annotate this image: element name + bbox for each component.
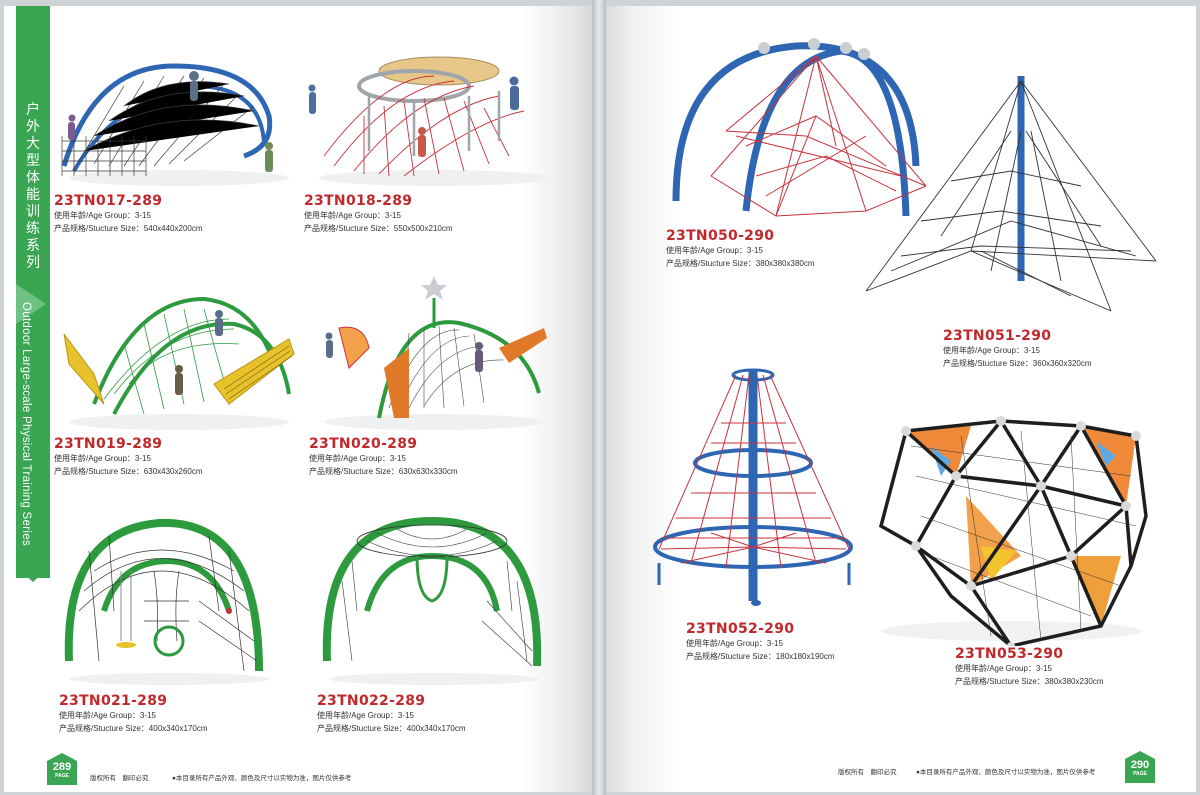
footer-copyright-right: 版权所有 翻印必究 [838, 769, 897, 776]
product-structure-size: 产品规格/Stucture Size：380x380x380cm [666, 259, 815, 268]
page-number-right: 290 PAGE [1130, 759, 1150, 777]
page-number-left: 289 PAGE [52, 761, 72, 779]
product-age-group: 使用年龄/Age Group：3-15 [309, 454, 406, 463]
product-age-group: 使用年龄/Age Group：3-15 [317, 711, 414, 720]
product-23tn020[interactable]: 23TN020-289 使用年龄/Age Group：3-15 产品规格/Stu… [309, 268, 559, 478]
catalog-page-right: 23TN050-290 使用年龄/Age Group：3-15 产品规格/Stu… [606, 6, 1196, 792]
product-age-group: 使用年龄/Age Group：3-15 [54, 211, 151, 220]
product-23tn053[interactable]: 23TN053-290 使用年龄/Age Group：3-15 产品规格/Stu… [871, 416, 1151, 688]
side-band-tip [16, 566, 50, 582]
product-image-23tn053 [878, 416, 1148, 646]
page-number-badge-left [47, 753, 77, 785]
product-23tn019[interactable]: 23TN019-289 使用年龄/Age Group：3-15 产品规格/Stu… [54, 284, 304, 478]
product-code: 23TN020-289 [309, 436, 418, 452]
catalog-page-left: 户外大型体能训练系列 Outdoor Large-scale Physical … [4, 6, 592, 792]
product-structure-size: 产品规格/Stucture Size：380x380x230cm [955, 677, 1104, 686]
product-image-23tn017 [61, 63, 289, 186]
product-image-23tn020 [324, 276, 547, 430]
product-structure-size: 产品规格/Stucture Size：630x630x330cm [309, 467, 458, 476]
product-23tn052[interactable]: 23TN052-290 使用年龄/Age Group：3-15 产品规格/Stu… [651, 363, 861, 663]
product-age-group: 使用年龄/Age Group：3-15 [686, 639, 783, 648]
product-structure-size: 产品规格/Stucture Size：540x440x200cm [54, 224, 203, 233]
side-band-arrow-icon [16, 284, 46, 324]
product-age-group: 使用年龄/Age Group：3-15 [955, 664, 1052, 673]
product-age-group: 使用年龄/Age Group：3-15 [943, 346, 1040, 355]
product-23tn051[interactable]: 23TN051-290 使用年龄/Age Group：3-15 产品规格/Stu… [861, 71, 1161, 370]
product-image-23tn050 [672, 38, 927, 217]
product-23tn018[interactable]: 23TN018-289 使用年龄/Age Group：3-15 产品规格/Stu… [304, 46, 564, 235]
book-gutter [592, 0, 606, 795]
product-code: 23TN021-289 [59, 693, 168, 709]
product-structure-size: 产品规格/Stucture Size：180x180x190cm [686, 652, 835, 661]
product-structure-size: 产品规格/Stucture Size：400x340x170cm [317, 724, 466, 733]
side-band-title-cn: 户外大型体能训练系列 [26, 102, 40, 271]
product-age-group: 使用年龄/Age Group：3-15 [304, 211, 401, 220]
product-structure-size: 产品规格/Stucture Size：360x360x320cm [943, 359, 1092, 368]
product-age-group: 使用年龄/Age Group：3-15 [666, 246, 763, 255]
product-code: 23TN051-290 [943, 328, 1052, 344]
product-image-23tn052 [653, 368, 853, 606]
product-code: 23TN019-289 [54, 436, 163, 452]
product-image-23tn021 [64, 518, 269, 685]
product-23tn050[interactable]: 23TN050-290 使用年龄/Age Group：3-15 产品规格/Stu… [666, 36, 936, 270]
footer-note-right: ●本目录所有产品外观、颜色及尺寸以实物为准，图片仅供参考 [916, 769, 1096, 776]
product-image-23tn022 [322, 516, 542, 685]
footer-note-left: ●本目录所有产品外观、颜色及尺寸以实物为准，图片仅供参考 [172, 775, 352, 782]
product-image-23tn019 [63, 296, 295, 430]
product-structure-size: 产品规格/Stucture Size：400x340x170cm [59, 724, 208, 733]
side-band-title-en: Outdoor Large-scale Physical Training Se… [20, 302, 32, 546]
product-image-23tn051 [865, 76, 1157, 312]
product-23tn021[interactable]: 23TN021-289 使用年龄/Age Group：3-15 产品规格/Stu… [59, 511, 279, 735]
product-age-group: 使用年龄/Age Group：3-15 [54, 454, 151, 463]
product-structure-size: 产品规格/Stucture Size：630x430x260cm [54, 467, 203, 476]
product-23tn022[interactable]: 23TN022-289 使用年龄/Age Group：3-15 产品规格/Stu… [317, 511, 552, 735]
product-age-group: 使用年龄/Age Group：3-15 [59, 711, 156, 720]
product-structure-size: 产品规格/Stucture Size：550x500x210cm [304, 224, 453, 233]
product-code: 23TN050-290 [666, 228, 775, 244]
footer-copyright-left: 版权所有 翻印必究 [90, 775, 149, 782]
product-image-23tn018 [308, 56, 549, 186]
product-code: 23TN017-289 [54, 193, 163, 209]
product-code: 23TN018-289 [304, 193, 413, 209]
product-code: 23TN052-290 [686, 621, 795, 637]
product-23tn017[interactable]: 23TN017-289 使用年龄/Age Group：3-15 产品规格/Stu… [54, 46, 304, 235]
page-number-badge-right [1125, 751, 1155, 783]
product-code: 23TN053-290 [955, 646, 1064, 662]
product-code: 23TN022-289 [317, 693, 426, 709]
